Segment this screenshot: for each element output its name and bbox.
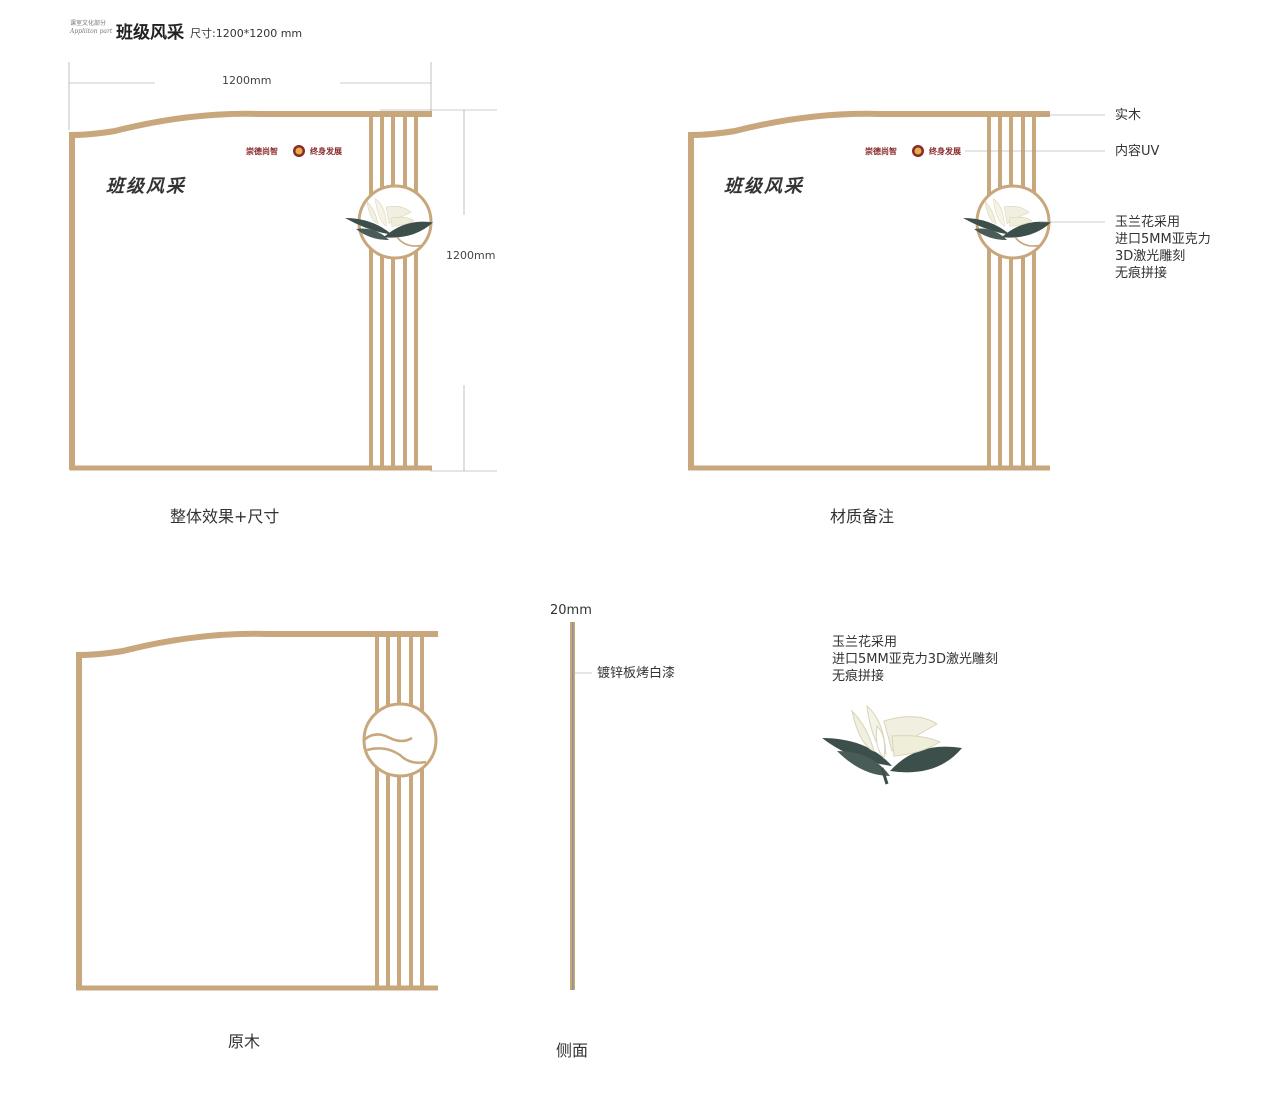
panel1-sign-title: 班级风采 bbox=[106, 176, 186, 197]
panel2-caption: 材质备注 bbox=[830, 507, 895, 526]
panel3-caption: 原木 bbox=[228, 1032, 261, 1051]
callout-solid-wood: 实木 bbox=[1115, 108, 1142, 123]
magnolia-note: 玉兰花采用 进口5MM亚克力3D激光雕刻 无痕拼接 bbox=[832, 634, 998, 685]
callout-magnolia-line: 进口5MM亚克力 bbox=[1115, 232, 1211, 247]
magnolia-note-line: 进口5MM亚克力3D激光雕刻 bbox=[832, 652, 998, 667]
page-size-label: 尺寸:1200*1200 mm bbox=[190, 27, 303, 40]
side-caption: 侧面 bbox=[556, 1041, 589, 1060]
panel1-motto-left: 崇德尚智 bbox=[246, 147, 278, 156]
panel1-motto-right: 终身发展 bbox=[310, 147, 342, 156]
panel2-sign-title: 班级风采 bbox=[724, 176, 804, 197]
panel3-frame bbox=[76, 630, 438, 991]
panel2-motto-left: 崇德尚智 bbox=[865, 147, 897, 156]
panel1-frame bbox=[68, 62, 497, 472]
side-thickness: 20mm bbox=[550, 603, 592, 618]
panel2-frame bbox=[688, 110, 1105, 471]
height-dimension: 1200mm bbox=[446, 249, 496, 262]
panel2-motto-right: 终身发展 bbox=[929, 147, 961, 156]
callout-magnolia-line: 3D激光雕刻 bbox=[1115, 249, 1186, 264]
callout-magnolia-line: 无痕拼接 bbox=[1115, 266, 1168, 281]
callout-magnolia-line: 玉兰花采用 bbox=[1115, 215, 1181, 230]
header-section-en-text: Appliiton part bbox=[70, 28, 113, 35]
width-dimension: 1200mm bbox=[222, 74, 272, 87]
magnolia-note-line: 无痕拼接 bbox=[832, 669, 885, 684]
magnolia-note-line: 玉兰花采用 bbox=[832, 635, 898, 650]
panel1-caption: 整体效果+尺寸 bbox=[170, 507, 280, 526]
page-title: 班级风采 bbox=[116, 23, 184, 43]
side-material: 镀锌板烤白漆 bbox=[597, 666, 676, 681]
header-section-en: Appliiton part bbox=[70, 28, 112, 36]
magnolia-illustration bbox=[822, 704, 962, 785]
callout-content-uv: 内容UV bbox=[1115, 144, 1160, 159]
header-section-cn: 课室文化部分 bbox=[70, 20, 107, 27]
side-view bbox=[570, 622, 592, 990]
callout-magnolia: 玉兰花采用 进口5MM亚克力 3D激光雕刻 无痕拼接 bbox=[1115, 214, 1211, 282]
